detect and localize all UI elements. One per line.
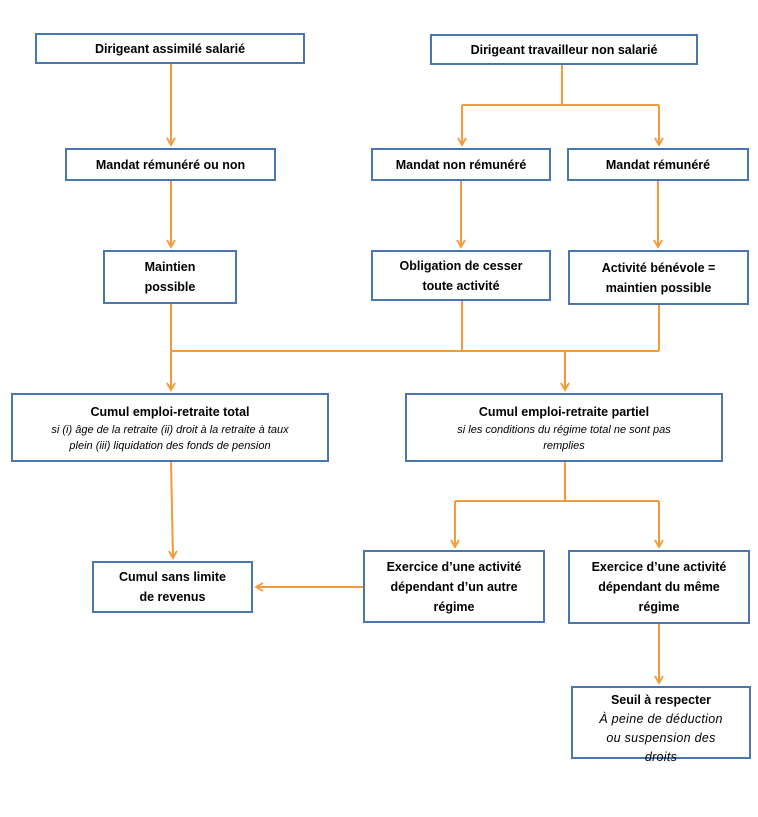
node-subtitle: ou suspension des [606, 731, 716, 745]
node-activite-meme-regime: Exercice d’une activité dépendant du mêm… [568, 550, 750, 624]
node-line: dépendant du même [598, 580, 720, 594]
node-line: de revenus [139, 590, 206, 604]
connector-total-to-sans-limite [168, 461, 178, 560]
node-line: Activité bénévole = [601, 260, 716, 275]
node-line: possible [144, 280, 196, 294]
node-mandat-non-remunere: Mandat non rémunéré [371, 148, 551, 181]
node-line: Cumul sans limite [119, 570, 226, 584]
node-cumul-emploi-retraite-partiel: Cumul emploi-retraite partiel si les con… [405, 393, 723, 462]
node-obligation-cesser: Obligation de cesser toute activité [371, 250, 551, 301]
node-line: Maintien [144, 260, 196, 274]
node-subtitle: plein (iii) liquidation des fonds de pen… [69, 439, 271, 452]
node-line: toute activité [422, 278, 500, 293]
node-activite-benevole: Activité bénévole = maintien possible [568, 250, 749, 305]
node-mandat-remunere: Mandat rémunéré [567, 148, 749, 181]
node-cumul-emploi-retraite-total: Cumul emploi-retraite total si (i) âge d… [11, 393, 329, 462]
node-subtitle: remplies [543, 439, 585, 452]
node-line: maintien possible [605, 280, 712, 295]
node-title: Mandat rémunéré [605, 157, 711, 172]
node-line: Exercice d’une activité [591, 560, 727, 574]
node-cumul-sans-limite: Cumul sans limite de revenus [92, 561, 253, 613]
node-subtitle: si les conditions du régime total ne son… [457, 423, 671, 436]
node-mandat-remunere-ou-non: Mandat rémunéré ou non [65, 148, 276, 181]
node-line: dépendant d’un autre [390, 579, 518, 594]
node-title: Mandat rémunéré ou non [95, 157, 246, 172]
node-line: Obligation de cesser [399, 258, 523, 273]
node-line: régime [433, 599, 475, 614]
node-line: Exercice d’une activité [386, 559, 522, 574]
node-subtitle: si (i) âge de la retraite (ii) droit à l… [51, 423, 289, 436]
node-line: régime [638, 600, 680, 614]
node-title: Dirigeant assimilé salarié [94, 41, 246, 56]
node-subtitle: droits [644, 750, 678, 764]
node-dirigeant-travailleur-non-salarie: Dirigeant travailleur non salarié [430, 34, 698, 65]
node-title: Cumul emploi-retraite total [90, 404, 250, 419]
node-title: Cumul emploi-retraite partiel [478, 404, 650, 419]
node-activite-autre-regime: Exercice d’une activité dépendant d’un a… [363, 550, 545, 623]
node-title: Mandat non rémunéré [395, 157, 527, 172]
node-title: Seuil à respecter [610, 693, 712, 707]
node-dirigeant-assimile-salarie: Dirigeant assimilé salarié [35, 33, 305, 64]
node-seuil-a-respecter: Seuil à respecter À peine de déduction o… [571, 686, 751, 764]
node-title: Dirigeant travailleur non salarié [470, 42, 658, 57]
node-subtitle: À peine de déduction [599, 712, 723, 726]
node-maintien-possible: Maintien possible [103, 250, 237, 304]
